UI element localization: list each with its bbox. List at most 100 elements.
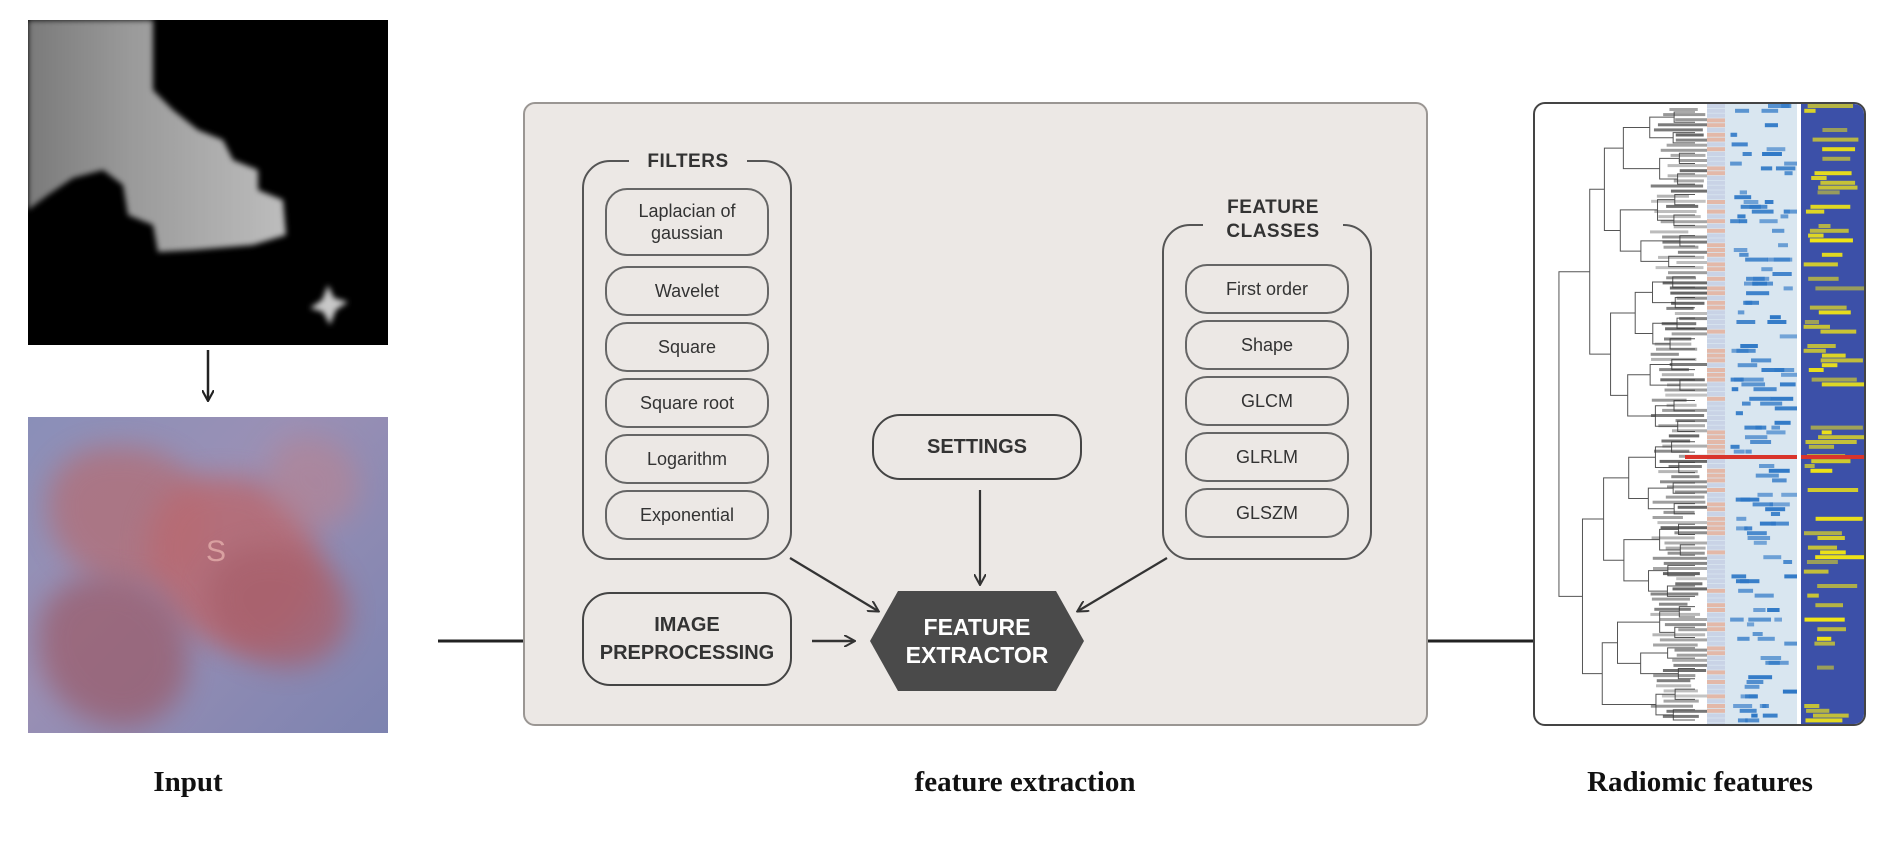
heat-cell	[1822, 128, 1848, 132]
dendrogram-leaf-shade	[1659, 368, 1689, 372]
dendrogram-leaf-shade	[1659, 459, 1712, 463]
class-glrlm[interactable]: GLRLM	[1185, 432, 1349, 482]
heat-cell	[1746, 680, 1764, 684]
heat-cell	[1737, 214, 1746, 219]
heat-cell	[1739, 252, 1749, 257]
heat-cell	[1779, 382, 1796, 387]
heat-cell	[1805, 209, 1825, 214]
heat-cell	[1812, 137, 1859, 142]
heat-cell	[1817, 584, 1858, 588]
heat-cell	[1707, 632, 1725, 636]
heat-cell	[1782, 689, 1797, 694]
class-glcm[interactable]: GLCM	[1185, 376, 1349, 426]
feature-extractor-node[interactable]: FEATURE EXTRACTOR	[870, 591, 1084, 691]
heat-cell	[1707, 219, 1725, 224]
heat-cell	[1707, 128, 1725, 132]
heat-cell	[1804, 531, 1842, 536]
heat-cell	[1707, 656, 1725, 660]
class-glszm[interactable]: GLSZM	[1185, 488, 1349, 538]
heat-cell	[1707, 123, 1725, 128]
heat-cell	[1765, 507, 1786, 512]
heat-cell	[1707, 243, 1725, 248]
heat-cell	[1804, 320, 1819, 324]
dendrogram-leaf-shade	[1668, 271, 1712, 275]
heat-cell	[1707, 185, 1725, 190]
heat-cell	[1707, 137, 1725, 142]
heat-cell	[1747, 536, 1771, 540]
heat-cell	[1753, 387, 1777, 392]
heat-cell	[1707, 113, 1725, 118]
heat-cell	[1781, 492, 1800, 497]
heat-cell	[1707, 224, 1725, 228]
heat-cell	[1739, 579, 1750, 584]
heat-cell	[1707, 497, 1725, 502]
heat-cell	[1775, 166, 1796, 171]
dendrogram-leaf-shade	[1657, 521, 1708, 525]
heat-cell	[1707, 612, 1725, 617]
heat-cell	[1707, 353, 1725, 358]
dendrogram-leaf-shade	[1662, 281, 1717, 285]
heat-cell	[1707, 713, 1725, 718]
dendrogram-leaf-shade	[1658, 470, 1698, 474]
heat-cell	[1707, 171, 1725, 176]
filter-exponential[interactable]: Exponential	[605, 490, 769, 540]
heat-cell	[1707, 176, 1725, 180]
heat-cell	[1781, 372, 1799, 377]
dendrogram-leaf-shade	[1663, 689, 1698, 693]
feature-extractor-label: FEATURE EXTRACTOR	[905, 614, 1049, 668]
heat-cell	[1808, 276, 1839, 281]
heat-cell	[1707, 416, 1725, 420]
heat-cell	[1707, 502, 1725, 507]
heat-cell	[1707, 108, 1725, 113]
heat-cell	[1809, 238, 1853, 243]
dendrogram-leaf-shade	[1662, 240, 1720, 244]
heat-block-dark	[1801, 104, 1864, 724]
filter-laplacian-of-gaussian[interactable]: Laplacian of gaussian	[605, 188, 769, 256]
heat-cell	[1707, 363, 1725, 368]
heat-cell	[1743, 300, 1760, 305]
filter-logarithm[interactable]: Logarithm	[605, 434, 769, 484]
heat-cell	[1707, 190, 1725, 195]
dendrogram-leaf-shade	[1675, 419, 1732, 423]
heat-cell	[1707, 204, 1725, 209]
heat-cell	[1752, 632, 1763, 636]
heat-cell	[1804, 617, 1845, 622]
heat-cell	[1733, 704, 1753, 708]
settings-box[interactable]: SETTINGS	[872, 414, 1082, 480]
heat-cell	[1707, 646, 1725, 651]
dendrogram-leaf-shade	[1650, 352, 1679, 356]
image-preprocessing-box[interactable]: IMAGE PREPROCESSING	[582, 592, 792, 686]
heat-cell	[1707, 593, 1725, 598]
dendrogram-leaf-shade	[1666, 276, 1697, 280]
dendrogram-leaf-shade	[1664, 388, 1715, 392]
heat-cell	[1811, 176, 1827, 180]
heat-cell	[1815, 603, 1844, 608]
class-first-order[interactable]: First order	[1185, 264, 1349, 314]
highlight-line	[1685, 455, 1864, 459]
dendrogram-leaf-shade	[1676, 296, 1722, 300]
heat-cell	[1759, 464, 1775, 468]
heat-cell	[1707, 641, 1725, 646]
heat-cell	[1822, 147, 1856, 152]
heat-cell	[1811, 377, 1857, 382]
heat-cell	[1707, 555, 1725, 560]
filter-wavelet[interactable]: Wavelet	[605, 266, 769, 316]
filter-square[interactable]: Square	[605, 322, 769, 372]
heat-cell	[1803, 348, 1826, 353]
dendrogram-leaf-shade	[1652, 500, 1706, 504]
filter-square-root[interactable]: Square root	[605, 378, 769, 428]
class-shape[interactable]: Shape	[1185, 320, 1349, 370]
heat-cell	[1733, 449, 1745, 454]
heat-cell	[1738, 588, 1754, 593]
heat-cell	[1707, 300, 1725, 305]
heat-cell	[1784, 641, 1805, 646]
dendrogram-leaf-shade	[1673, 225, 1727, 229]
heat-cell	[1742, 152, 1752, 156]
heat-cell	[1707, 545, 1725, 550]
segmentation-mask-image	[28, 20, 388, 345]
dendrogram-leaf-shade	[1663, 699, 1699, 703]
heat-cell	[1707, 689, 1725, 694]
heat-cell	[1804, 704, 1820, 708]
heat-cell	[1707, 636, 1725, 641]
heat-cell	[1805, 440, 1857, 444]
